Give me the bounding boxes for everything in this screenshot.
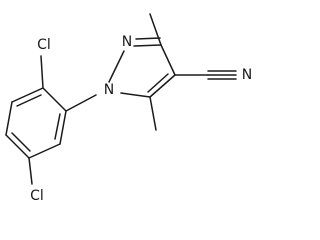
atom-cl-top: Cl [37,37,51,53]
double-bond-c4-c5 [11,132,31,152]
atom-n2: N [122,34,132,50]
bond-c3-methyl [149,13,162,46]
bond-c3-c4 [5,101,13,136]
bond-n1-n2 [108,50,125,83]
bond-c5-n1 [120,92,151,98]
bond-c4-c5 [149,74,176,98]
bond-c2-c3 [11,87,44,103]
bond-c5-methyl [149,96,157,131]
bond-c3-c4 [160,44,176,76]
bond-n2-c3 [133,44,162,47]
double-bond-c6-c1 [54,113,61,140]
double-bond-c4-c5 [147,73,169,93]
double-bond-n2-c3 [135,37,161,40]
atom-cl-bottom: Cl [30,188,44,204]
bond-c6-c1 [59,110,67,145]
double-bond-c2-c3 [16,94,42,107]
atom-n1: N [104,82,114,98]
bond-c1-c2 [42,87,67,112]
atom-n-nitrile: N [242,67,252,83]
bond-phenyl-n1 [65,94,97,112]
bond-c5-cl-bottom [28,157,33,185]
bond-c4-c5 [5,134,30,159]
pyrazole-ring [108,37,176,98]
bond-c5-c6 [28,143,61,159]
molecule-structure: Cl Cl N N N [5,13,252,204]
bond-c2-cl-top [40,55,44,89]
benzene-ring [5,87,67,159]
